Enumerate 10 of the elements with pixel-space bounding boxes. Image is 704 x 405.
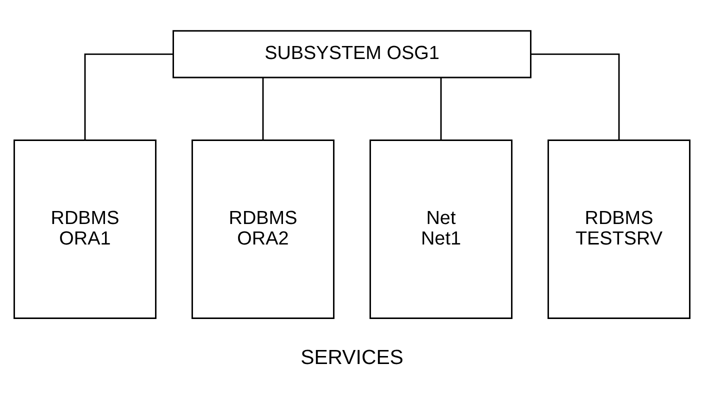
node-box: RDBMS ORA2 [192, 139, 334, 318]
connector [530, 52, 620, 140]
node-box: RDBMS TESTSRV [548, 139, 690, 318]
connector [440, 77, 442, 140]
connector [84, 52, 174, 140]
node-box: RDBMS ORA1 [14, 139, 156, 318]
connector [262, 77, 264, 140]
caption: SERVICES [300, 346, 404, 368]
node-box: SUBSYSTEM OSG1 [172, 30, 532, 78]
node-box: Net Net1 [370, 139, 512, 318]
